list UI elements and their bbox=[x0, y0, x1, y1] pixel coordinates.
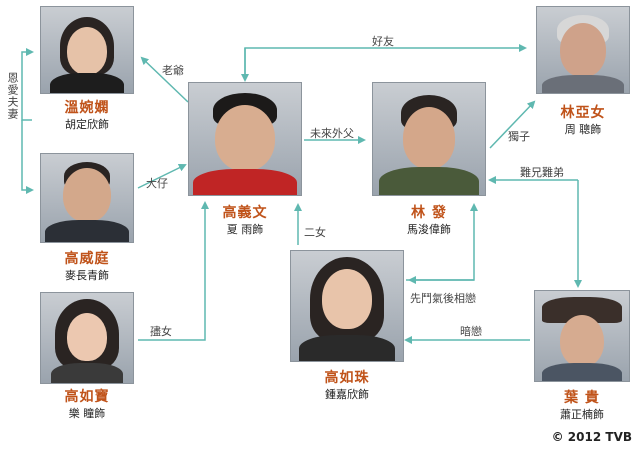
actor-gaowei: 麥長青飾 bbox=[65, 269, 109, 282]
line-father-in-law bbox=[140, 56, 189, 103]
line-eldest-son bbox=[137, 164, 187, 189]
portrait-lin bbox=[372, 82, 486, 196]
label-only-son: 獨子 bbox=[508, 130, 530, 143]
name-wen: 溫婉嫻 bbox=[64, 100, 110, 116]
copyright: © 2012 TVB bbox=[551, 430, 632, 444]
portrait-linya bbox=[536, 6, 630, 94]
portrait-ye bbox=[534, 290, 630, 382]
character-wen: 溫婉嫻 胡定欣飾 bbox=[40, 6, 134, 142]
label-eldest-son: 大仔 bbox=[146, 177, 168, 190]
label-couple: 恩愛夫妻 bbox=[6, 72, 19, 120]
actor-lin: 馬浚偉飾 bbox=[407, 223, 451, 236]
actor-gaozhu: 鍾嘉欣飾 bbox=[325, 388, 369, 401]
label-secret-crush: 暗戀 bbox=[460, 325, 482, 338]
character-ye: 葉 貴 蕭正楠飾 bbox=[534, 290, 630, 430]
actor-linya: 周 聰飾 bbox=[564, 123, 602, 136]
actor-ye: 蕭正楠飾 bbox=[560, 408, 604, 421]
name-gaowei: 高威庭 bbox=[64, 251, 110, 267]
character-gaoru: 高如寶 樂 瞳飾 bbox=[40, 292, 134, 428]
label-father-in-law: 老爺 bbox=[162, 64, 184, 77]
portrait-gaowei bbox=[40, 153, 134, 243]
label-sworn-brothers: 難兄難弟 bbox=[520, 166, 564, 179]
label-second-daughter: 二女 bbox=[304, 226, 326, 239]
name-gaoyi: 高義文 bbox=[222, 205, 268, 221]
character-gaowei: 高威庭 麥長青飾 bbox=[40, 153, 134, 293]
label-future-father-in-law: 未來外父 bbox=[310, 127, 354, 140]
actor-gaoyi: 夏 雨飾 bbox=[226, 223, 264, 236]
character-linya: 林亞女 周 聰飾 bbox=[536, 6, 630, 142]
character-lin: 林 發 馬浚偉飾 bbox=[372, 82, 486, 238]
character-gaoyi: 高義文 夏 雨飾 bbox=[188, 82, 302, 238]
name-gaozhu: 高如珠 bbox=[324, 370, 370, 386]
line-couple bbox=[21, 48, 34, 121]
name-linya: 林亞女 bbox=[560, 105, 606, 121]
label-friend: 好友 bbox=[372, 35, 394, 48]
character-gaozhu: 高如珠 鍾嘉欣飾 bbox=[290, 250, 404, 410]
name-lin: 林 發 bbox=[411, 205, 447, 221]
portrait-wen bbox=[40, 6, 134, 94]
actor-gaoru: 樂 瞳飾 bbox=[68, 407, 106, 420]
actor-wen: 胡定欣飾 bbox=[65, 118, 109, 131]
line-friend bbox=[244, 44, 527, 77]
portrait-gaozhu bbox=[290, 250, 404, 362]
line-only-son bbox=[489, 100, 536, 149]
label-youngest-daughter: 孻女 bbox=[150, 325, 172, 338]
portrait-gaoyi bbox=[188, 82, 302, 196]
label-love-after-fight: 先鬥氣後相戀 bbox=[410, 292, 476, 305]
name-ye: 葉 貴 bbox=[564, 390, 600, 406]
portrait-gaoru bbox=[40, 292, 134, 384]
line-youngest-daughter bbox=[138, 201, 209, 341]
name-gaoru: 高如寶 bbox=[64, 389, 110, 405]
